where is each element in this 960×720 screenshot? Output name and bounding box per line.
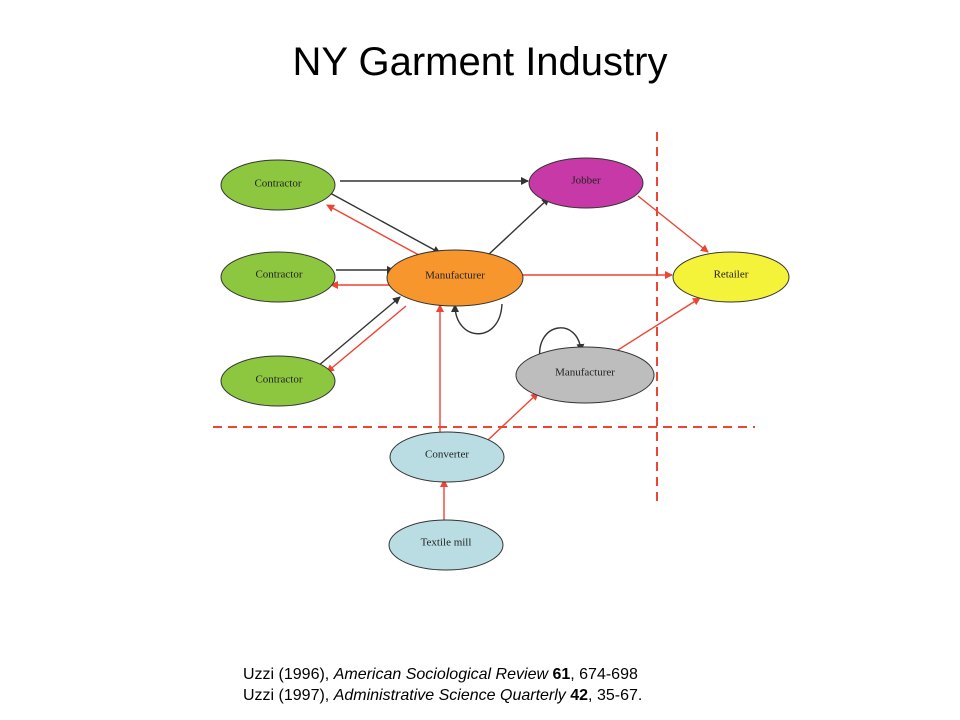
citation-2-prefix: Uzzi (1997), bbox=[243, 687, 334, 704]
self-loop-manufacturer-main bbox=[451, 303, 503, 335]
node-contractor-1: Contractor bbox=[220, 159, 336, 211]
edge-contractor3-to-manufacturer bbox=[317, 296, 401, 367]
node-jobber-label: Jobber bbox=[571, 175, 601, 187]
citation-1-pages: , 674-698 bbox=[570, 666, 638, 683]
edge-converter-to-manufacturer2 bbox=[487, 392, 539, 441]
edge-contractor1-to-manufacturer bbox=[329, 192, 441, 254]
red-edges bbox=[326, 195, 709, 520]
node-textile-mill: Textile mill bbox=[388, 519, 504, 571]
citation-2-pages: , 35-67. bbox=[588, 687, 643, 704]
node-converter-label: Converter bbox=[425, 449, 469, 461]
node-manufacturer-secondary-label: Manufacturer bbox=[555, 367, 615, 379]
node-contractor-1-shape bbox=[220, 159, 336, 211]
node-textile-mill-label: Textile mill bbox=[421, 537, 472, 549]
node-contractor-3: Contractor bbox=[220, 355, 336, 407]
slide-title: NY Garment Industry bbox=[292, 40, 668, 84]
citation-2-volume: 42 bbox=[570, 687, 589, 704]
edge-manufacturer-to-contractor1 bbox=[326, 204, 429, 261]
citation-2-journal: Administrative Science Quarterly bbox=[333, 687, 566, 704]
node-contractor-2: Contractor bbox=[220, 251, 336, 303]
citation-1-prefix: Uzzi (1996), bbox=[243, 666, 334, 683]
citation-1: Uzzi (1996), American Sociological Revie… bbox=[243, 664, 642, 685]
node-converter-shape bbox=[389, 431, 505, 483]
node-jobber-shape bbox=[528, 157, 644, 209]
node-textile-mill-shape bbox=[388, 519, 504, 571]
node-converter: Converter bbox=[389, 431, 505, 483]
edge-jobber-to-retailer bbox=[637, 195, 709, 253]
node-manufacturer-main-shape bbox=[386, 249, 524, 307]
edge-manufacturer-to-jobber bbox=[487, 197, 550, 256]
edge-manufacturer2-to-retailer bbox=[609, 297, 701, 356]
node-manufacturer-secondary-shape bbox=[515, 346, 655, 404]
node-jobber: Jobber bbox=[528, 157, 644, 209]
node-retailer-label: Retailer bbox=[714, 269, 749, 281]
node-contractor-2-shape bbox=[220, 251, 336, 303]
node-manufacturer-main: Manufacturer bbox=[386, 249, 524, 307]
citations: Uzzi (1996), American Sociological Revie… bbox=[243, 664, 642, 706]
node-manufacturer-main-label: Manufacturer bbox=[425, 270, 485, 282]
node-contractor-3-label: Contractor bbox=[255, 374, 302, 386]
node-contractor-1-label: Contractor bbox=[254, 178, 301, 190]
node-manufacturer-secondary: Manufacturer bbox=[515, 346, 655, 404]
citation-1-volume: 61 bbox=[552, 666, 571, 683]
self-loop-manufacturer-secondary bbox=[539, 327, 585, 361]
node-retailer: Retailer bbox=[672, 251, 790, 303]
citation-1-journal: American Sociological Review bbox=[333, 666, 549, 683]
node-retailer-shape bbox=[672, 251, 790, 303]
black-edges bbox=[317, 177, 585, 367]
node-contractor-2-label: Contractor bbox=[255, 269, 302, 281]
node-contractor-3-shape bbox=[220, 355, 336, 407]
edge-manufacturer-to-contractor3 bbox=[326, 305, 407, 373]
citation-2: Uzzi (1997), Administrative Science Quar… bbox=[243, 685, 642, 706]
